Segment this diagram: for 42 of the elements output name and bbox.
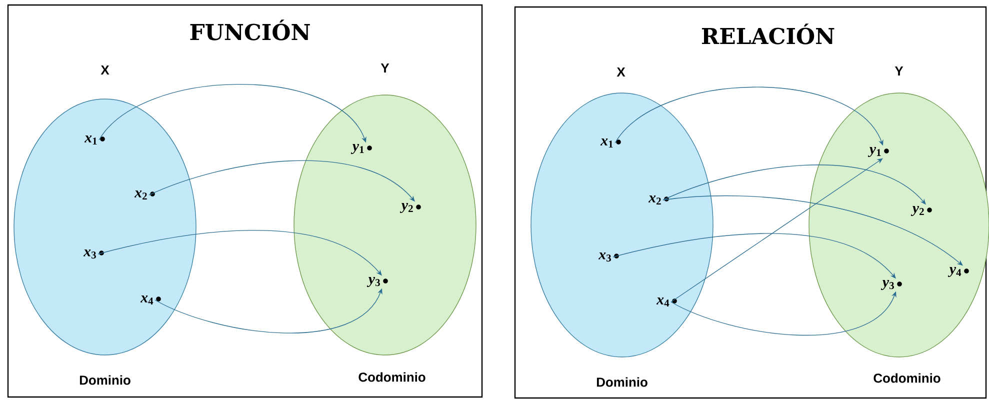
set-caption: Codominio — [358, 372, 426, 382]
element-point: y$_{1}$ — [350, 144, 372, 154]
set-caption: Dominio — [596, 377, 648, 387]
node-label: x$_{2}$ — [134, 190, 147, 200]
set-caption: Dominio — [80, 375, 130, 385]
node-label: y$_{1}$ — [350, 144, 364, 154]
arrow — [670, 158, 883, 302]
node-label: y$_{3}$ — [880, 280, 894, 290]
element-point: x$_{1}$ — [84, 136, 105, 144]
element-point: y$_{3}$ — [880, 280, 902, 290]
element-point: y$_{1}$ — [868, 146, 889, 158]
arrow — [662, 196, 963, 266]
set-label: Y — [894, 66, 904, 76]
panel-title: FUNCIÓN — [190, 20, 310, 40]
node-label: y$_{4}$ — [948, 266, 962, 278]
node-label: x$_{4}$ — [140, 295, 154, 305]
element-point: x$_{2}$ — [648, 196, 669, 204]
node-label: x$_{1}$ — [600, 138, 613, 148]
node-label: y$_{1}$ — [868, 146, 881, 158]
node-label: x$_{4}$ — [656, 297, 670, 307]
element-point: y$_{2}$ — [400, 202, 421, 214]
set-caption: Codominio — [874, 373, 940, 383]
node-label: y$_{3}$ — [366, 276, 380, 288]
node-label: x$_{2}$ — [648, 195, 661, 205]
set-label: Y — [380, 64, 390, 72]
element-point: x$_{1}$ — [600, 138, 621, 148]
element-point: y$_{4}$ — [948, 266, 969, 278]
element-point: x$_{4}$ — [656, 298, 677, 306]
element-point: y$_{2}$ — [910, 206, 932, 216]
node-label: y$_{2}$ — [910, 206, 924, 216]
element-point: y$_{3}$ — [366, 276, 388, 288]
node-label: x$_{1}$ — [84, 135, 97, 145]
node-label: x$_{3}$ — [83, 249, 96, 259]
element-point: x$_{3}$ — [598, 252, 619, 262]
node-label: y$_{2}$ — [400, 202, 413, 214]
set-label: X — [616, 68, 626, 76]
element-point: x$_{2}$ — [134, 190, 155, 200]
element-point: x$_{4}$ — [140, 296, 161, 304]
node-label: x$_{3}$ — [598, 252, 611, 262]
panel-title: RELACIÓN — [702, 24, 834, 44]
set-label: X — [100, 66, 110, 74]
element-point: x$_{3}$ — [83, 249, 104, 259]
